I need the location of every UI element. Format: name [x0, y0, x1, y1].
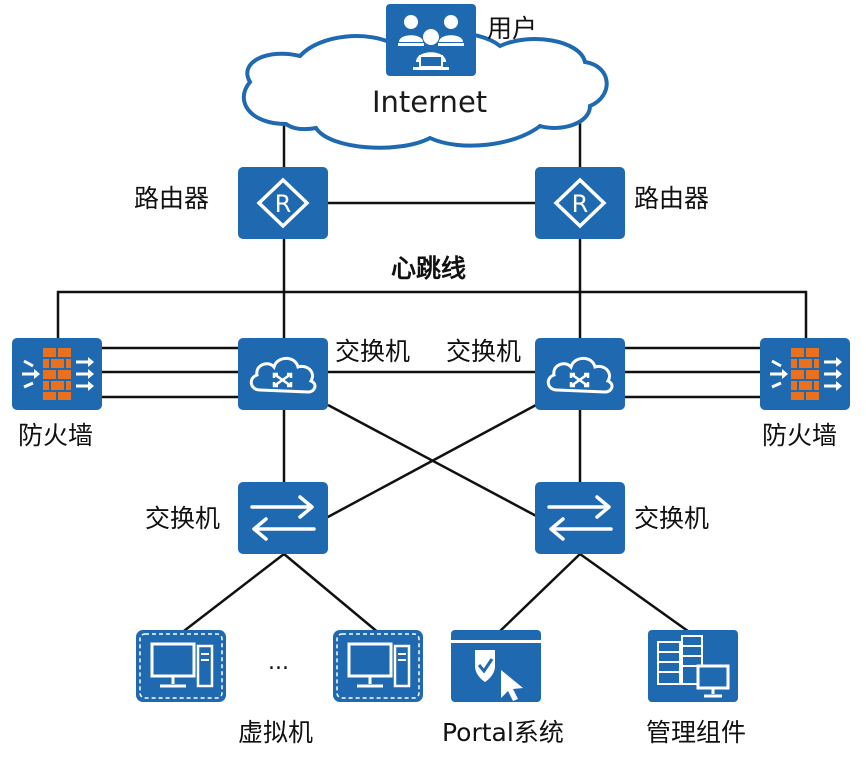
- router-right-icon: [533, 165, 627, 241]
- vm-1-computer-icon: [134, 628, 228, 704]
- link-core-left-access-right: [327, 403, 541, 520]
- link-core-right-access-left: [325, 403, 537, 520]
- portal-shield-cursor-icon: [451, 630, 541, 702]
- link-access-left-vm2: [283, 553, 381, 635]
- access-switch-right-label: 交换机: [634, 504, 710, 533]
- router-left-icon: [236, 165, 330, 241]
- core-switch-right-label: 交换机: [446, 337, 522, 366]
- firewall-left-label: 防火墙: [18, 421, 94, 450]
- vm-label: 虚拟机: [238, 718, 314, 747]
- router-right-label: 路由器: [634, 184, 710, 213]
- router-left-label: 路由器: [134, 184, 210, 213]
- access-switch-left-icon: [236, 480, 330, 556]
- link-access-left-vm1: [179, 553, 285, 635]
- firewall-right-icon: [758, 336, 852, 412]
- link-access-right-portal: [496, 553, 581, 635]
- internet-cloud: [241, 30, 609, 150]
- connection-lines: [56, 120, 808, 636]
- heartbeat-line: [56, 290, 808, 338]
- heartbeat-label: 心跳线: [391, 254, 467, 283]
- vm-ellipsis: ...: [268, 650, 289, 675]
- portal-label: Portal系统: [442, 718, 564, 747]
- firewall-left-icon: [10, 336, 104, 412]
- access-switch-right-icon: [533, 480, 627, 556]
- users-label: 用户: [487, 14, 538, 43]
- core-switch-right-icon: [533, 336, 627, 412]
- vm-2-computer-icon: [331, 628, 425, 704]
- firewall-right-label: 防火墙: [762, 421, 838, 450]
- access-switch-left-label: 交换机: [145, 504, 221, 533]
- mgmt-server-monitor-icon: [648, 630, 738, 702]
- internet-label: Internet: [372, 85, 488, 119]
- core-switch-left-icon: [236, 336, 330, 412]
- users-icon: [386, 4, 476, 76]
- mgmt-label: 管理组件: [646, 718, 747, 747]
- core-switch-left-label: 交换机: [335, 337, 411, 366]
- link-access-right-mgmt: [579, 552, 693, 636]
